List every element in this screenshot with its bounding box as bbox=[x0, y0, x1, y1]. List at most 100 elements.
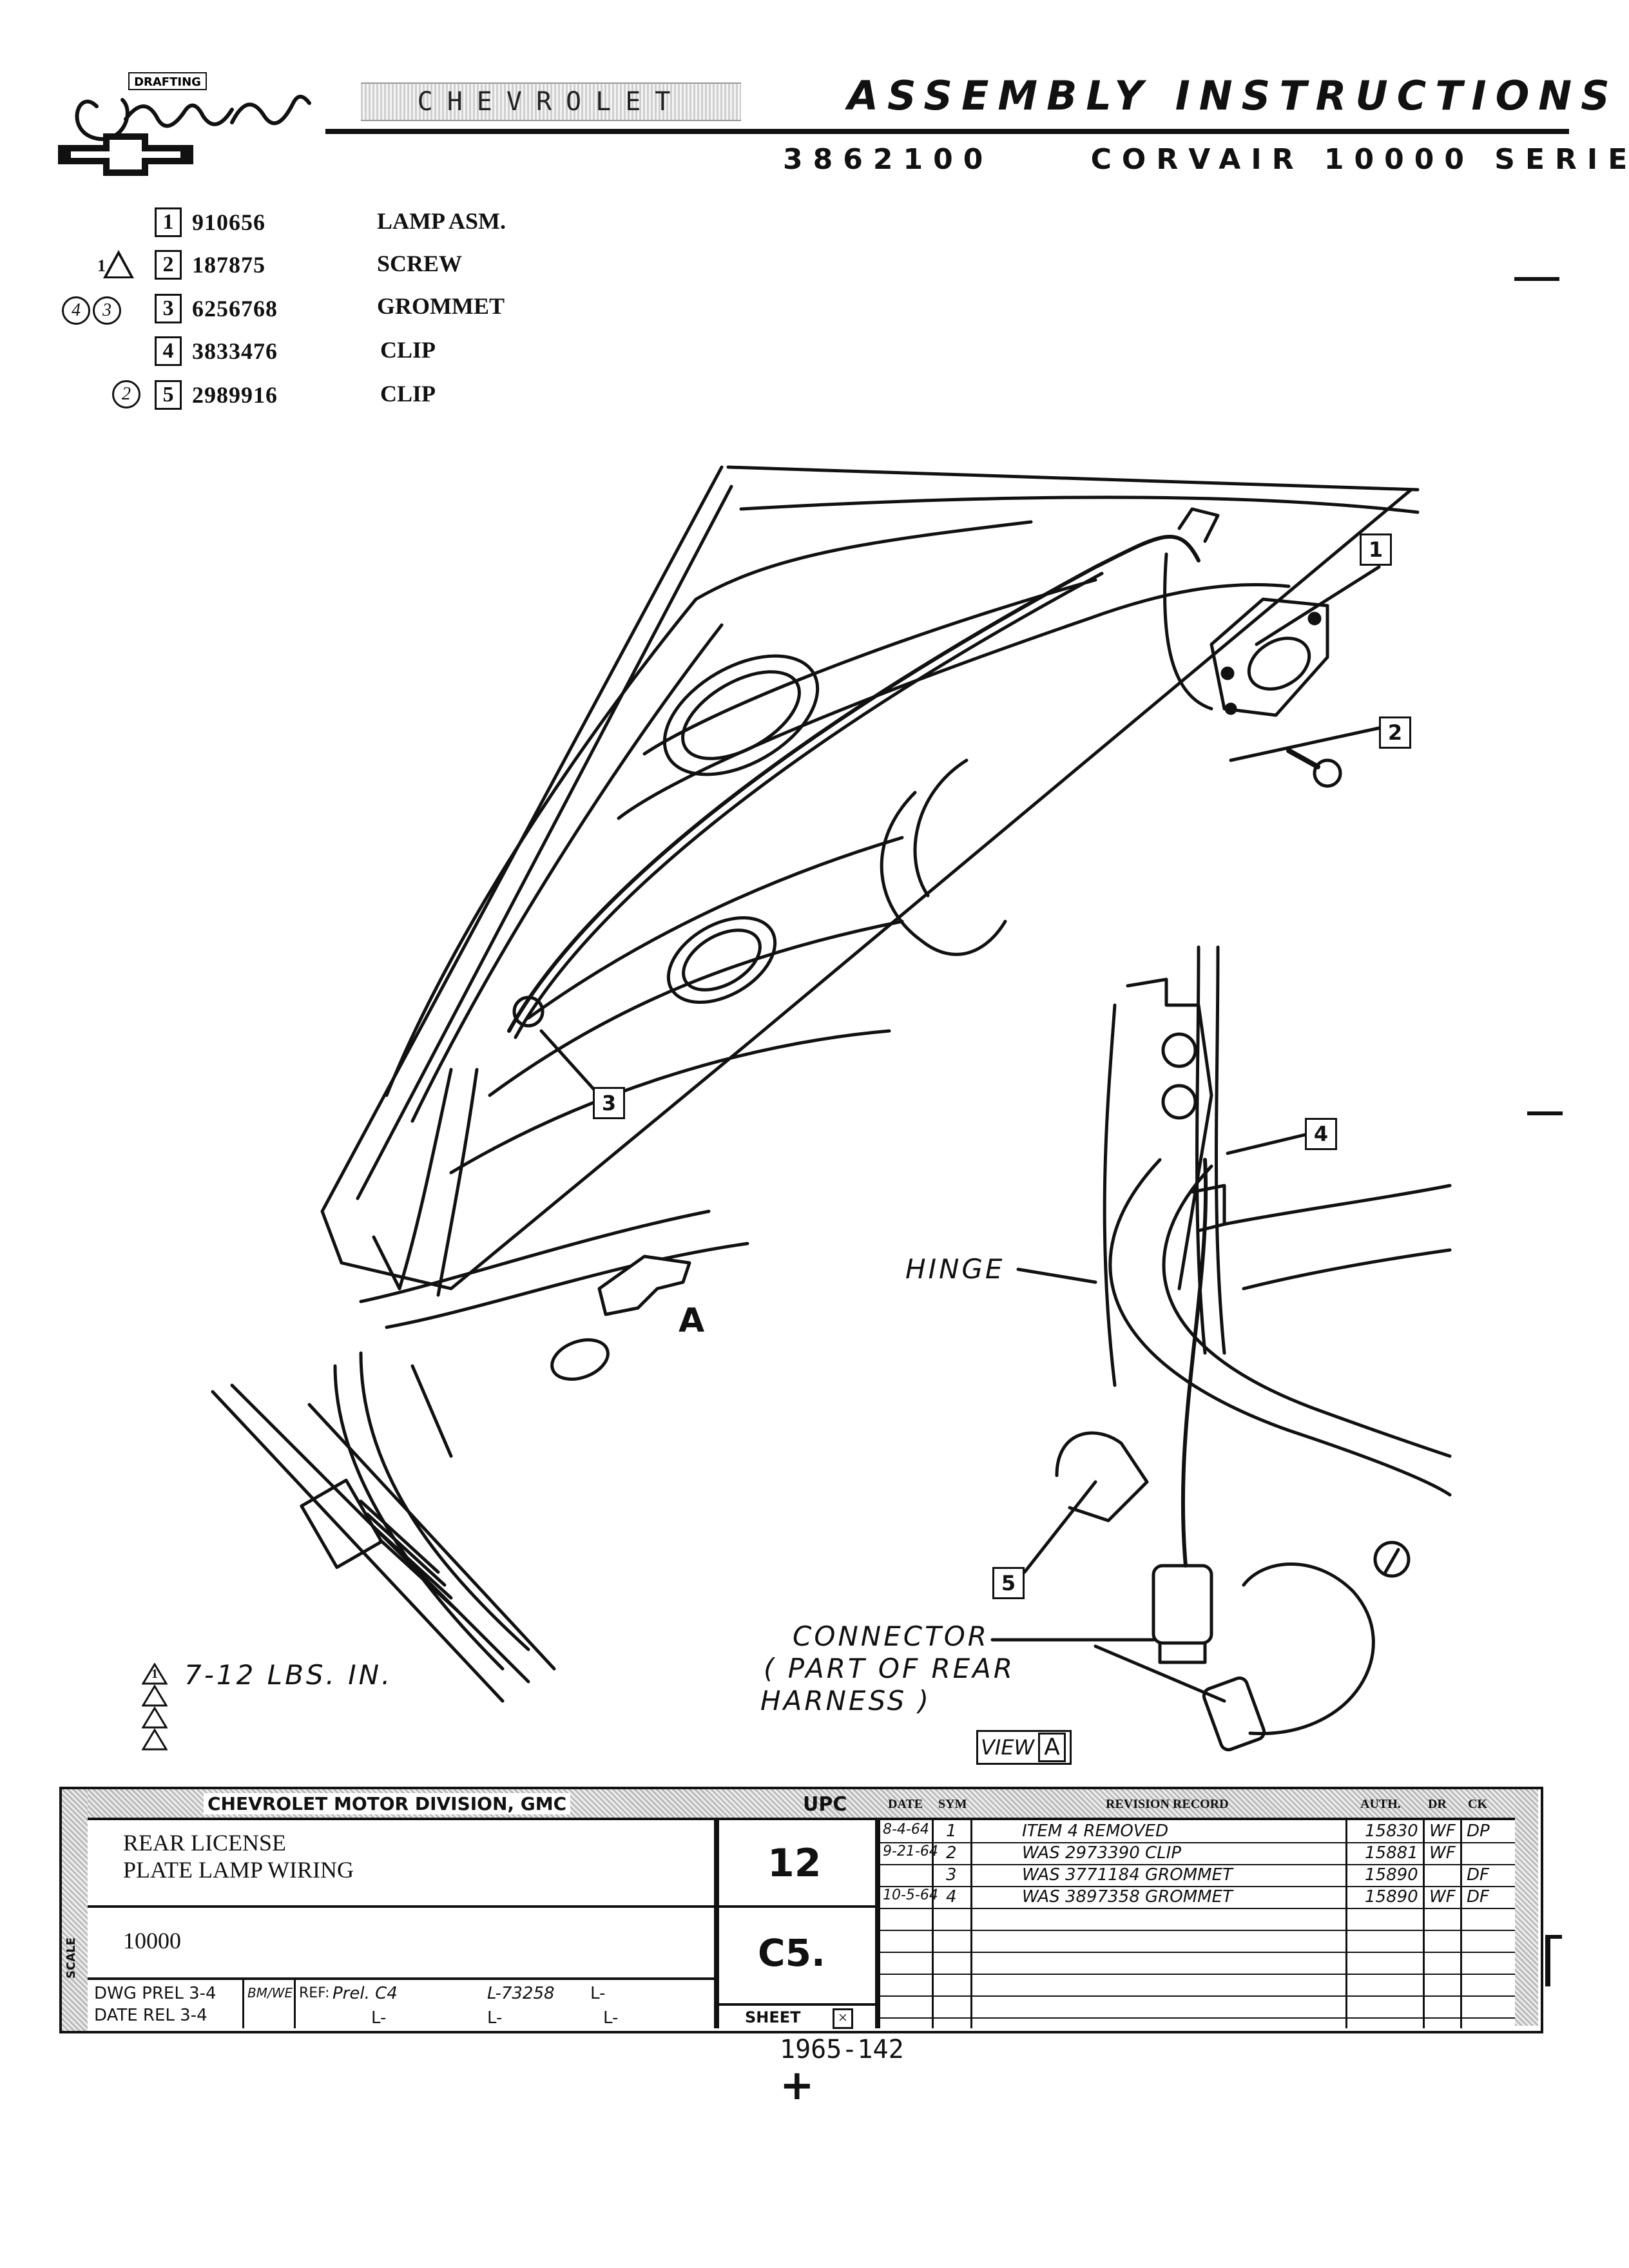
upc-header: UPC bbox=[803, 1793, 847, 1816]
rev-sym: 2 bbox=[946, 1843, 957, 1863]
assembly-drawing bbox=[211, 465, 1452, 1752]
callout-4: 4 bbox=[1305, 1118, 1337, 1150]
drafter-initials: BM/WE bbox=[247, 1985, 293, 2001]
callout-3: 3 bbox=[593, 1087, 625, 1119]
page-code: 1965-142 bbox=[780, 2035, 904, 2064]
drawing-series: 10000 bbox=[123, 1928, 181, 1954]
revision-triangle-icon: 1 bbox=[97, 250, 134, 282]
drafting-graphic-logo: DRAFTING bbox=[58, 72, 311, 176]
item-number-box: 5 bbox=[155, 380, 182, 410]
rev-sym: 4 bbox=[946, 1887, 957, 1907]
rev-auth: 15890 bbox=[1365, 1887, 1418, 1907]
revision-circle-icon: 4 bbox=[62, 296, 90, 325]
rev-auth: 15881 bbox=[1365, 1843, 1418, 1863]
upc-number: 12 bbox=[767, 1841, 822, 1886]
drawing-title-line2: PLATE LAMP WIRING bbox=[123, 1857, 354, 1883]
rev-ck: DF bbox=[1467, 1865, 1489, 1885]
connector-label: CONNECTOR bbox=[793, 1620, 989, 1652]
rev-record: WAS 3897358 GROMMET bbox=[1022, 1887, 1233, 1907]
ref-number: L-73258 bbox=[487, 1984, 555, 2003]
rev-sym: 3 bbox=[946, 1865, 957, 1885]
sheet-checkbox-icon: × bbox=[833, 2008, 853, 2029]
item-number-box: 4 bbox=[155, 336, 182, 366]
rev-dr: WF bbox=[1429, 1843, 1456, 1863]
sheet-label: SHEET bbox=[745, 2008, 801, 2026]
chevrolet-wordmark-text: CHEVROLET bbox=[417, 87, 685, 117]
document-number: 3862100 bbox=[783, 143, 994, 176]
item-number-box: 3 bbox=[155, 294, 182, 323]
view-a-label: VIEW A bbox=[976, 1730, 1072, 1765]
part-number: 187875 bbox=[192, 252, 265, 278]
part-description: GROMMET bbox=[377, 293, 505, 319]
part-description: CLIP bbox=[380, 337, 436, 363]
revision-record-table: 8-4-64 1 ITEM 4 REMOVED 15830 WF DP 9-21… bbox=[880, 1820, 1515, 2028]
rev-date: 8-4-64 bbox=[883, 1821, 929, 1838]
ref-value: Prel. C4 bbox=[333, 1984, 398, 2003]
torque-triangle-icon: 1 bbox=[141, 1662, 168, 1756]
rev-auth: 15890 bbox=[1365, 1865, 1418, 1885]
rev-header-dr: DR bbox=[1428, 1797, 1447, 1811]
torque-note-text: 7-12 LBS. IN. bbox=[184, 1659, 393, 1691]
part-number: 3833476 bbox=[192, 338, 278, 364]
date-rel: DATE REL 3-4 bbox=[94, 2006, 207, 2025]
margin-bracket bbox=[1545, 1935, 1550, 1986]
revision-triangle-number: 1 bbox=[97, 256, 106, 275]
rev-ck: DP bbox=[1467, 1821, 1490, 1841]
item-number-box: 2 bbox=[155, 250, 182, 280]
callout-5: 5 bbox=[992, 1567, 1025, 1599]
ref-l1: L- bbox=[590, 1984, 606, 2003]
rev-date: 10-5-64 bbox=[883, 1887, 938, 1903]
header-rule bbox=[325, 129, 1569, 134]
margin-bracket bbox=[1545, 1935, 1562, 1939]
dwg-prel: DWG PREL 3-4 bbox=[94, 1984, 217, 2003]
view-label-text: VIEW bbox=[981, 1735, 1035, 1760]
rev-header-auth: AUTH. bbox=[1360, 1797, 1401, 1811]
rev-record: WAS 3771184 GROMMET bbox=[1022, 1865, 1233, 1885]
division-name: CHEVROLET MOTOR DIVISION, GMC bbox=[204, 1793, 571, 1814]
ref-l3: L- bbox=[487, 2008, 503, 2028]
view-label-letter: A bbox=[1038, 1733, 1066, 1762]
torque-mark-number: 1 bbox=[151, 1667, 158, 1681]
title-block: SCALE CHEVROLET MOTOR DIVISION, GMC UPC … bbox=[59, 1787, 1543, 2033]
rev-record: WAS 2973390 CLIP bbox=[1022, 1843, 1182, 1863]
document-subtitle: 3862100 CORVAIR 10000 SERIES bbox=[783, 143, 1629, 176]
rev-header-ck: CK bbox=[1468, 1797, 1487, 1811]
ref-l2: L- bbox=[371, 2008, 387, 2028]
drawing-title-line1: REAR LICENSE bbox=[123, 1830, 287, 1856]
document-series: CORVAIR 10000 SERIES bbox=[1090, 143, 1629, 176]
rev-dr: WF bbox=[1429, 1887, 1456, 1907]
rev-header-sym: SYM bbox=[938, 1797, 967, 1811]
svg-text:DRAFTING: DRAFTING bbox=[134, 75, 201, 89]
chevrolet-wordmark: CHEVROLET bbox=[361, 82, 741, 121]
title-block-right-strip bbox=[1515, 1789, 1538, 2026]
part-number: 910656 bbox=[192, 209, 265, 235]
rev-record: ITEM 4 REMOVED bbox=[1022, 1821, 1169, 1841]
rev-dr: WF bbox=[1429, 1821, 1456, 1841]
revision-circle-number: 2 bbox=[112, 380, 140, 408]
title-block-side-strip: SCALE bbox=[62, 1789, 88, 2031]
side-label: SCALE bbox=[64, 1937, 78, 1979]
margin-tick bbox=[1514, 277, 1559, 281]
register-mark: + bbox=[780, 2062, 815, 2109]
revision-circle-marks: 4 3 43 bbox=[62, 296, 146, 325]
view-marker-a: A bbox=[679, 1302, 708, 1340]
connector-label-part: ( PART OF REAR bbox=[764, 1653, 1016, 1684]
rev-ck: DF bbox=[1467, 1887, 1489, 1907]
part-description: LAMP ASM. bbox=[377, 208, 506, 234]
callout-1: 1 bbox=[1360, 533, 1392, 566]
revision-circle-icon: 3 bbox=[93, 296, 121, 325]
revision-circle-icon: 2 bbox=[112, 380, 143, 408]
rev-auth: 15830 bbox=[1365, 1821, 1418, 1841]
rev-header-record: REVISION RECORD bbox=[1106, 1797, 1229, 1811]
part-description: SCREW bbox=[377, 251, 463, 276]
callout-2: 2 bbox=[1379, 716, 1411, 749]
rev-sym: 1 bbox=[946, 1821, 957, 1841]
part-number: 2989916 bbox=[192, 382, 278, 408]
connector-label-harness: HARNESS ) bbox=[760, 1685, 932, 1716]
item-number-box: 1 bbox=[155, 207, 182, 237]
ref-label: REF: bbox=[299, 1985, 330, 2001]
margin-tick bbox=[1527, 1111, 1563, 1115]
part-description: CLIP bbox=[380, 381, 436, 407]
page-title: ASSEMBLY INSTRUCTIONS bbox=[847, 72, 1619, 119]
sheet-code: C5. bbox=[758, 1931, 825, 1975]
